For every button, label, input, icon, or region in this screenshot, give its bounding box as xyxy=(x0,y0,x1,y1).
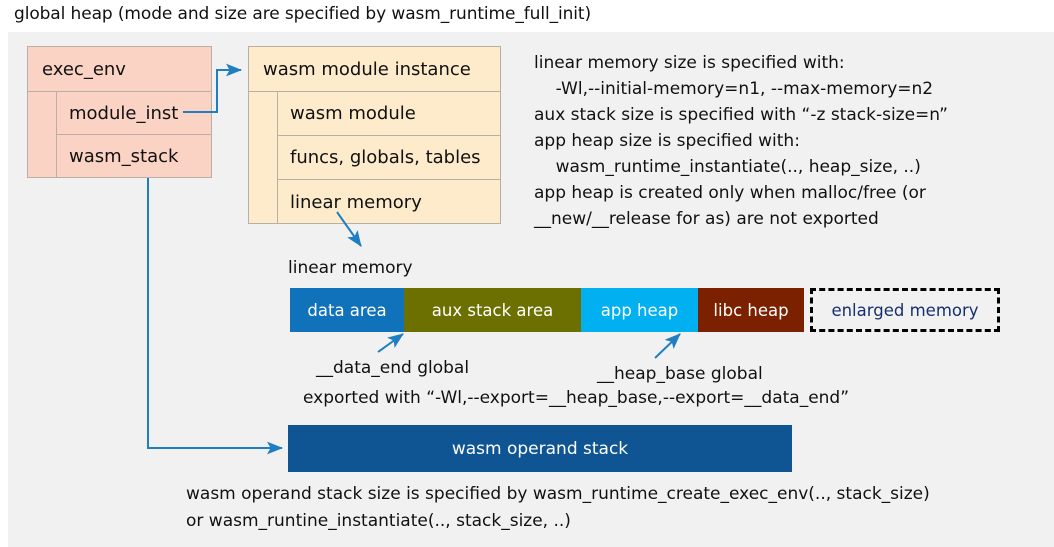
row-linear-memory: linear memory xyxy=(290,191,422,213)
wasm-module-instance-gutter xyxy=(249,92,278,224)
exec-env-rows: module_inst wasm_stack xyxy=(57,92,211,178)
operand-stack-note: wasm operand stack size is specified by … xyxy=(186,484,930,531)
wasm-operand-stack-box: wasm operand stack xyxy=(288,425,792,472)
exec-env-row-wasm-stack: wasm_stack xyxy=(69,146,179,167)
exec-env-box: exec_env module_inst wasm_stack xyxy=(27,46,212,178)
wasm-module-instance-box: wasm module instance wasm module funcs, … xyxy=(248,46,501,224)
wasm-module-instance-body: wasm module funcs, globals, tables linea… xyxy=(249,92,500,224)
configuration-notes: linear memory size is specified with: -W… xyxy=(534,53,948,229)
memory-segment-data-area: data area xyxy=(290,288,404,332)
row-wasm-module: wasm module xyxy=(278,92,500,136)
memory-segment-enlarged-memory: enlarged memory xyxy=(810,288,1000,332)
wasm-module-instance-header: wasm module instance xyxy=(249,47,500,92)
exec-env-body: module_inst wasm_stack xyxy=(28,92,211,178)
annotation-data-end: __data_end global xyxy=(316,358,470,378)
row-funcs-globals-tables: funcs, globals, tables xyxy=(278,136,500,180)
memory-segment-app-heap: app heap xyxy=(581,288,698,332)
exec-env-gutter xyxy=(28,92,57,178)
page-title: global heap (mode and size are specified… xyxy=(14,4,591,24)
memory-segment-aux-stack-area: aux stack area xyxy=(404,288,581,332)
linear-memory-label: linear memory xyxy=(288,258,413,278)
wasm-module-instance-rows: wasm module funcs, globals, tables linea… xyxy=(278,92,500,224)
memory-segment-libc-heap: libc heap xyxy=(698,288,804,332)
annotation-exported-with: exported with “-Wl,--export=__heap_base,… xyxy=(303,388,850,408)
exec-env-row-module-inst: module_inst xyxy=(57,92,211,135)
exec-env-header: exec_env xyxy=(28,47,211,92)
annotation-heap-base: __heap_base global xyxy=(597,364,763,384)
